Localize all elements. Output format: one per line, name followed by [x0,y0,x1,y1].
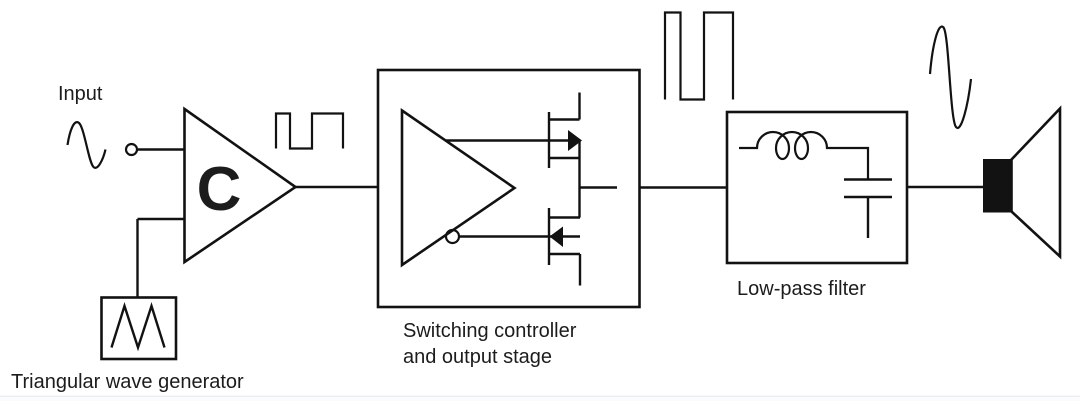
speaker-icon [983,105,1062,260]
sine-wave-icon [66,121,107,169]
triangular-wave-generator-label: Triangular wave generator [11,371,244,393]
generator-box [100,296,178,361]
input-label: Input [58,83,103,105]
triangular-wave-generator: Triangular wave generator [11,296,244,393]
inductor-icon [739,130,870,180]
mosfet-low-side-icon [444,208,582,286]
speaker-cone [1010,105,1062,260]
output-sine-wave-icon [928,25,973,130]
comparator-symbol: C [197,155,242,224]
comparator-triangle-icon [183,106,298,265]
switching-stage-label-line1: Switching controller [403,320,577,342]
low-pass-filter-label: Low-pass filter [737,278,866,300]
low-pass-filter-box [725,110,909,265]
pwm-square-wave-large-icon [663,11,735,101]
input-terminal-icon [124,142,139,157]
capacitor-icon [844,178,892,238]
mosfet-high-side-icon [446,92,617,218]
driver-amplifier-triangle-icon [400,108,517,268]
high-gate-arrow-icon [568,130,582,151]
switching-stage-label-line2: and output stage [403,346,552,368]
footer-background [0,396,1080,401]
low-gate-arrow-icon [549,226,563,247]
comparator: C [136,106,378,298]
switching-stage: Switching controller and output stage [376,68,641,368]
low-pass-filter: Low-pass filter [725,110,909,300]
triangle-wave-icon [110,302,166,352]
speaker-magnet [983,159,1012,213]
input-signal: Input [58,83,185,169]
page-footer-strip [0,395,1080,401]
pwm-square-wave-icon [274,112,345,150]
